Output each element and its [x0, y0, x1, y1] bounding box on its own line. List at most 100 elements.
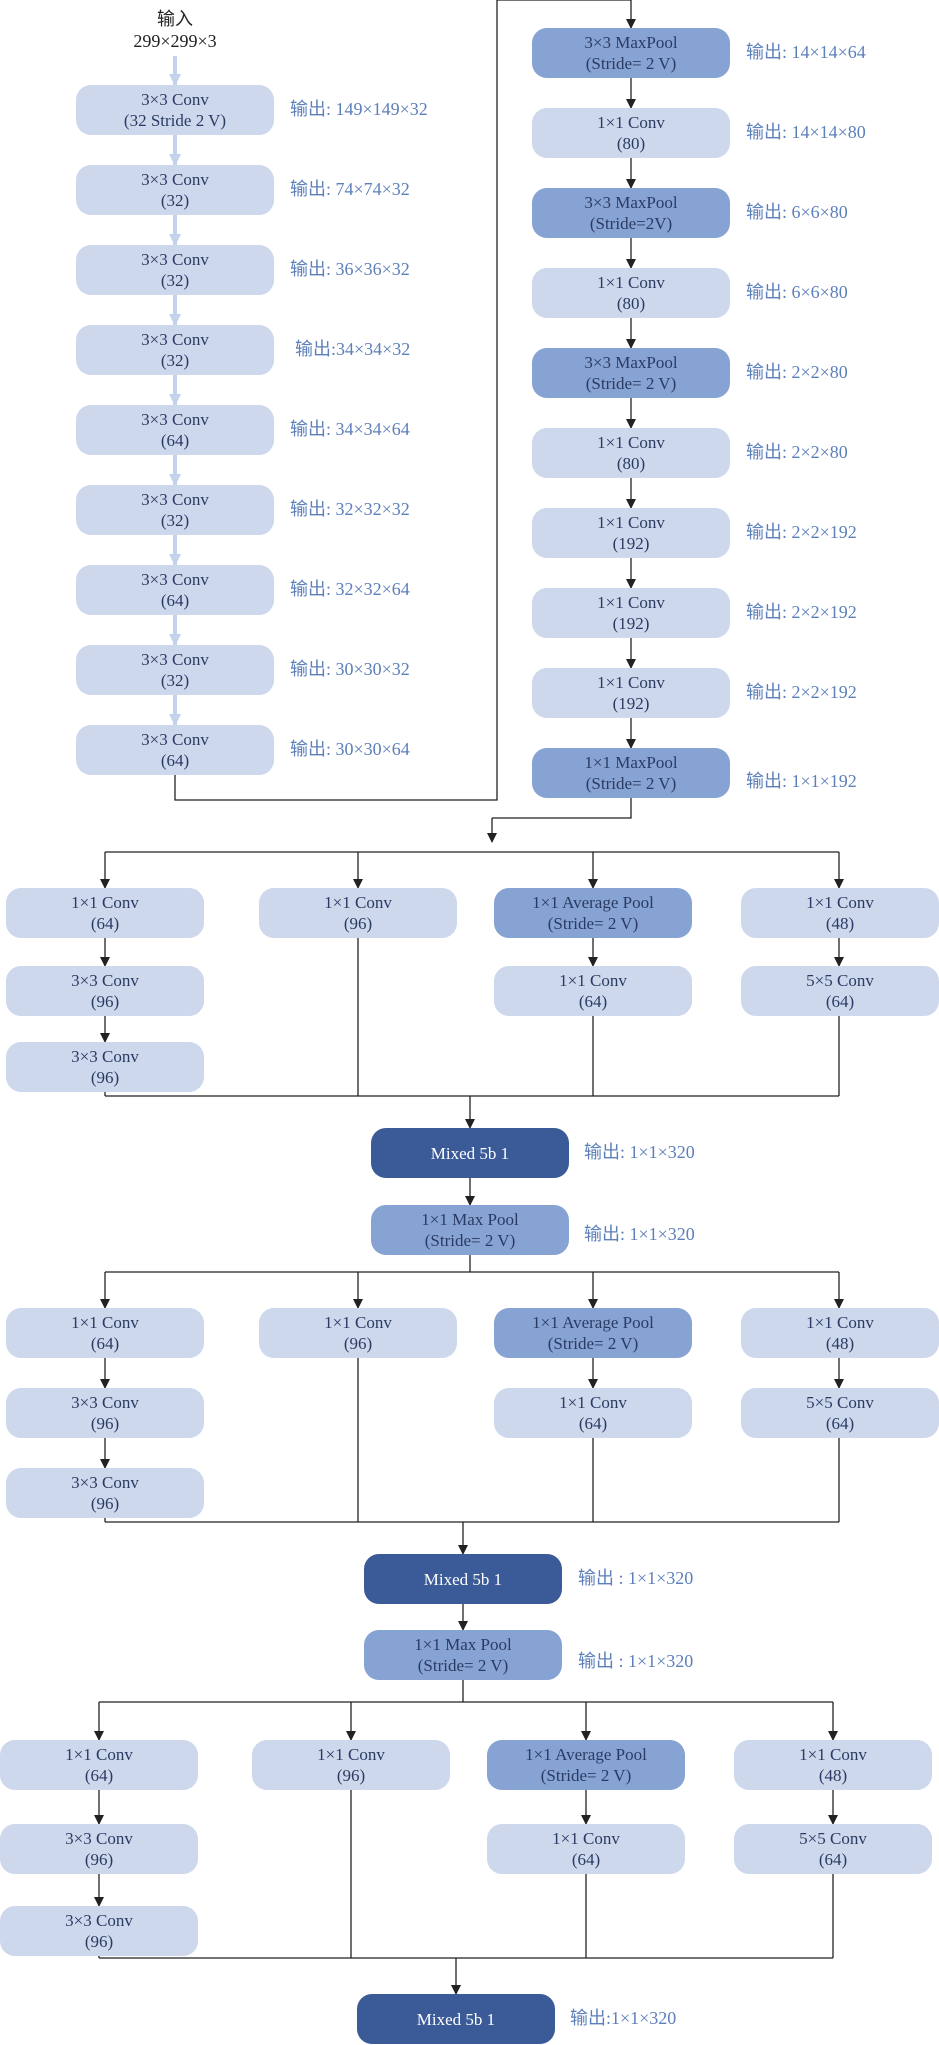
- layer-label-line: 1×1 Conv: [597, 593, 665, 612]
- layer-label-line: (96): [90, 1494, 120, 1513]
- layer-node-l9: 3×3 Conv(64): [76, 725, 274, 775]
- layer-label-line: 1×1 Conv: [806, 1313, 874, 1332]
- layer-node-l3: 3×3 Conv(32): [76, 245, 274, 295]
- layer-label-line: 1×1 Conv: [324, 893, 392, 912]
- layer-label-line: 1×1 Max Pool: [421, 1210, 519, 1229]
- layer-label-line: (32): [160, 191, 190, 210]
- layer-label-line: (Stride=2V): [589, 214, 673, 233]
- layer-label-line: (48): [825, 1334, 855, 1353]
- block-connector: [492, 798, 632, 819]
- layer-label-line: 1×1 Average Pool: [525, 1745, 647, 1764]
- layer-node-b5: 1×1 Average Pool (Stride= 2 V): [494, 1308, 692, 1358]
- output-shape-label: 输出: 14×14×80: [746, 122, 866, 142]
- layer-node-b2: 3×3 Conv (96): [6, 1388, 204, 1438]
- layer-node-b4: 1×1 Conv (96): [259, 1308, 457, 1358]
- layer-label-line: 5×5 Conv: [806, 971, 874, 990]
- layer-label-line: (Stride= 2 V): [417, 1656, 509, 1675]
- layer-label-line: 3×3 Conv: [141, 650, 209, 669]
- layer-node-c1: 1×1 Conv(64): [0, 1740, 198, 1790]
- layer-label-line: 3×3 Conv: [141, 570, 209, 589]
- layer-label-line: (96): [84, 1932, 114, 1951]
- layer-node-r10: 1×1 MaxPool(Stride= 2 V): [532, 748, 730, 798]
- layer-label-line: 5×5 Conv: [806, 1393, 874, 1412]
- layer-label-line: (192): [612, 694, 650, 713]
- layer-label-line: (64): [818, 1850, 848, 1869]
- layer-label-line: 3×3 Conv: [65, 1829, 133, 1848]
- layer-label-line: 3×3 Conv: [71, 1393, 139, 1412]
- layer-label-line: 1×1 Conv: [71, 1313, 139, 1332]
- layer-label-line: 1×1 Average Pool: [532, 1313, 654, 1332]
- layer-label-line: 3×3 MaxPool: [584, 353, 678, 372]
- layer-label-line: (32): [160, 671, 190, 690]
- layer-label-line: 3×3 Conv: [141, 90, 209, 109]
- layer-label-line: 3×3 Conv: [71, 1473, 139, 1492]
- layer-node-a6: 1×1 Conv(64): [494, 966, 692, 1016]
- layer-label-line: 3×3 Conv: [141, 250, 209, 269]
- layer-node-l5: 3×3 Conv(64): [76, 405, 274, 455]
- output-shape-label: 输出: 30×30×32: [290, 659, 410, 679]
- layer-label-line: (96): [343, 914, 373, 933]
- layer-node-a7: 1×1 Conv(48): [741, 888, 939, 938]
- layer-label-line: (80): [616, 294, 646, 313]
- output-shape-label: 输出: 32×32×64: [290, 579, 410, 599]
- layer-label-line: (192): [612, 614, 650, 633]
- layer-node-c4: 1×1 Conv (96): [252, 1740, 450, 1790]
- layer-node-a8: 5×5 Conv (64): [741, 966, 939, 1016]
- output-shape-label: 输出: 74×74×32: [290, 179, 410, 199]
- layer-label-line: Mixed 5b 1: [430, 1143, 510, 1163]
- output-shape-label: 输出: 36×36×32: [290, 259, 410, 279]
- layer-node-m1: Mixed 5b 1: [371, 1128, 569, 1178]
- layer-label-line: 5×5 Conv: [799, 1829, 867, 1848]
- layer-node-p1: 1×1 Max Pool(Stride= 2 V): [371, 1205, 569, 1255]
- layer-label-line: (48): [818, 1766, 848, 1785]
- layer-label-line: 1×1 Conv: [597, 673, 665, 692]
- layer-label-line: (Stride= 2 V): [540, 1766, 632, 1785]
- layer-label-line: 3×3 Conv: [141, 730, 209, 749]
- layer-label-line: 3×3 Conv: [65, 1911, 133, 1930]
- layer-label-line: 3×3 Conv: [141, 490, 209, 509]
- layer-label-line: (96): [90, 1414, 120, 1433]
- output-shape-label: 输出: 2×2×192: [746, 522, 857, 542]
- layer-label-line: 1×1 Conv: [559, 1393, 627, 1412]
- layer-label-line: (64): [571, 1850, 601, 1869]
- layer-label-line: (Stride= 2 V): [585, 54, 677, 73]
- layer-node-p2: 1×1 Max Pool(Stride= 2 V): [364, 1630, 562, 1680]
- layer-label-line: (64): [578, 1414, 608, 1433]
- layer-node-a3: 3×3 Conv(96): [6, 1042, 204, 1092]
- column-connector: [174, 0, 631, 801]
- output-shape-label: 输出: 6×6×80: [746, 202, 848, 222]
- layer-node-l6: 3×3 Conv(32): [76, 485, 274, 535]
- output-shape-label: 输出: 1×1×320: [584, 1224, 695, 1244]
- layer-node-r5: 3×3 MaxPool (Stride= 2 V): [532, 348, 730, 398]
- layer-label-line: 1×1 Average Pool: [532, 893, 654, 912]
- layer-label-line: (Stride= 2 V): [585, 374, 677, 393]
- output-shape-label: 输出: 2×2×80: [746, 362, 848, 382]
- layer-label-line: (32 Stride 2 V): [123, 111, 227, 130]
- layer-label-line: (96): [90, 1068, 120, 1087]
- layer-label-line: (96): [336, 1766, 366, 1785]
- input-title: 输入: [157, 9, 193, 29]
- layer-node-r3: 3×3 MaxPool(Stride=2V): [532, 188, 730, 238]
- layer-label-line: (64): [825, 992, 855, 1011]
- layer-node-c6: 1×1 Conv(64): [487, 1824, 685, 1874]
- layer-label-line: (64): [84, 1766, 114, 1785]
- output-shape-label: 输出: 1×1×320: [584, 1142, 695, 1162]
- layer-label-line: (Stride= 2 V): [547, 1334, 639, 1353]
- output-shape-label: 输出 : 1×1×320: [578, 1651, 694, 1671]
- layer-node-l7: 3×3 Conv(64): [76, 565, 274, 615]
- layer-label-line: Mixed 5b 1: [416, 2009, 496, 2029]
- output-shape-label: 输出: 14×14×64: [746, 42, 866, 62]
- layer-label-line: 1×1 Conv: [559, 971, 627, 990]
- layer-label-line: (96): [343, 1334, 373, 1353]
- layer-label-line: (64): [825, 1414, 855, 1433]
- layer-label-line: 3×3 Conv: [141, 170, 209, 189]
- layer-node-r4: 1×1 Conv(80): [532, 268, 730, 318]
- layer-label-line: 1×1 Conv: [806, 893, 874, 912]
- layer-label-line: 1×1 Conv: [324, 1313, 392, 1332]
- layer-node-a2: 3×3 Conv(96): [6, 966, 204, 1016]
- layer-label-line: 1×1 Conv: [317, 1745, 385, 1764]
- output-shape-label: 输出: 1×1×192: [746, 771, 857, 791]
- input-label: 输入 299×299×3: [100, 8, 250, 52]
- layer-node-m2: Mixed 5b 1: [364, 1554, 562, 1604]
- layer-label-line: (32): [160, 351, 190, 370]
